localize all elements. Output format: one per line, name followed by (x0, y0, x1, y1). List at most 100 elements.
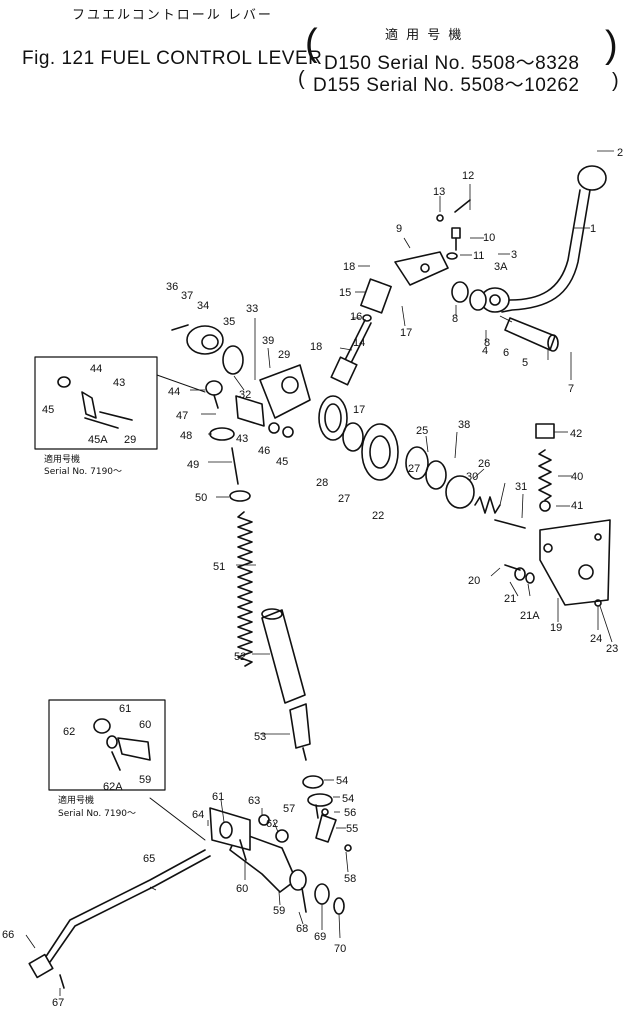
rod-65 (44, 849, 211, 963)
right-brace-bottom: ) (612, 70, 619, 92)
pin-56 (321, 808, 329, 816)
callout-48: 48 (180, 430, 192, 442)
callout-5: 5 (522, 357, 528, 369)
inset-callout-62a: 62A (103, 781, 123, 793)
serial-range-d150: D150 Serial No. 5508～8328 (324, 53, 580, 74)
collar-26 (445, 475, 475, 509)
callout-30: 30 (466, 471, 478, 483)
plug-42 (535, 423, 555, 439)
inset-callout-60: 60 (139, 719, 151, 731)
washer-21 (514, 567, 526, 581)
callout-38: 38 (458, 419, 470, 431)
nut-62 (275, 829, 289, 843)
nut-63 (258, 814, 270, 826)
bearing-22 (361, 423, 399, 481)
bushing-right (469, 289, 487, 311)
bolt-60 (239, 839, 247, 861)
callout-44: 44 (168, 386, 180, 398)
lever-shaft (504, 317, 559, 352)
callout-58: 58 (344, 873, 356, 885)
callout-27: 27 (408, 463, 420, 475)
callout-66: 66 (2, 929, 14, 941)
inset-callout-61: 61 (119, 703, 131, 715)
callout-29: 29 (278, 349, 290, 361)
callout-10: 10 (483, 232, 495, 244)
pin-45 (282, 426, 294, 438)
cotter-58 (344, 844, 352, 852)
callout-33: 33 (246, 303, 258, 315)
callout-63: 63 (248, 795, 260, 807)
callout-1: 1 (590, 223, 596, 235)
pin-57 (315, 804, 319, 819)
callout-17: 17 (353, 404, 365, 416)
callout-18: 18 (310, 341, 322, 353)
inset-callout-45a: 45A (88, 434, 108, 446)
callout-15: 15 (339, 287, 351, 299)
callout-64: 64 (192, 809, 204, 821)
callout-37: 37 (181, 290, 193, 302)
inset-box-1 (34, 356, 158, 450)
callout-35: 35 (223, 316, 235, 328)
inset-callout-45: 45 (42, 404, 54, 416)
callout-39: 39 (262, 335, 274, 347)
callout-21: 21 (504, 593, 516, 605)
bolt-31 (494, 519, 526, 529)
callout-47: 47 (176, 410, 188, 422)
callout-6: 6 (503, 347, 509, 359)
pin-46 (268, 422, 280, 434)
washer-54-bottom (307, 793, 333, 807)
callout-49: 49 (187, 459, 199, 471)
bracket-29 (259, 364, 311, 419)
inset-box-2 (48, 699, 166, 791)
callout-20: 20 (468, 575, 480, 587)
callout-43: 43 (236, 433, 248, 445)
washer-11 (446, 252, 458, 260)
callout-67: 67 (52, 997, 64, 1009)
inset-callout-29: 29 (124, 434, 136, 446)
spring-30 (474, 496, 501, 514)
callout-25: 25 (416, 425, 428, 437)
callout-32: 32 (239, 389, 251, 401)
bushing-left (451, 281, 469, 303)
callout-14: 14 (353, 337, 365, 349)
callout-19: 19 (550, 622, 562, 634)
callout-24: 24 (590, 633, 602, 645)
callout-21a: 21A (520, 610, 540, 622)
callout-41: 41 (571, 500, 583, 512)
callout-54: 54 (336, 775, 348, 787)
bolt-10 (451, 227, 461, 251)
tube-51 (261, 608, 306, 704)
callout-9: 9 (396, 223, 402, 235)
callout-34: 34 (197, 300, 209, 312)
callout-59: 59 (273, 905, 285, 917)
callout-11: 11 (473, 250, 484, 262)
inset-callout-62: 62 (63, 726, 75, 738)
callout-23: 23 (606, 643, 618, 655)
japanese-title: フユエルコントロール レバー (72, 8, 273, 23)
screw-41 (539, 500, 551, 512)
cap-34 (186, 325, 224, 355)
serial-range-d155: D155 Serial No. 5508～10262 (313, 75, 580, 96)
figure-title: Fig. 121 FUEL CONTROL LEVER (22, 48, 323, 69)
callout-40: 40 (571, 471, 583, 483)
callout-50: 50 (195, 492, 207, 504)
callout-36: 36 (166, 281, 178, 293)
joint-44 (205, 380, 223, 409)
inset-callout-44: 44 (90, 363, 102, 375)
callout-3a: 3A (494, 261, 508, 273)
right-brace-top: ) (605, 24, 618, 66)
lever-knob (577, 165, 607, 191)
spring-49 (237, 511, 253, 667)
callout-8: 8 (452, 313, 458, 325)
lever-arm (394, 251, 449, 286)
washer-69 (314, 883, 330, 905)
washer-54-top (209, 427, 235, 441)
bushing-61 (219, 821, 233, 839)
inset-callout-59: 59 (139, 774, 151, 786)
callout-55: 55 (346, 823, 358, 835)
inset-2-jp-label: 適用号機 (58, 796, 95, 806)
applicable-models-label: 適 用 号 機 (385, 28, 464, 43)
joint-55 (315, 814, 337, 843)
callout-61: 61 (212, 791, 224, 803)
